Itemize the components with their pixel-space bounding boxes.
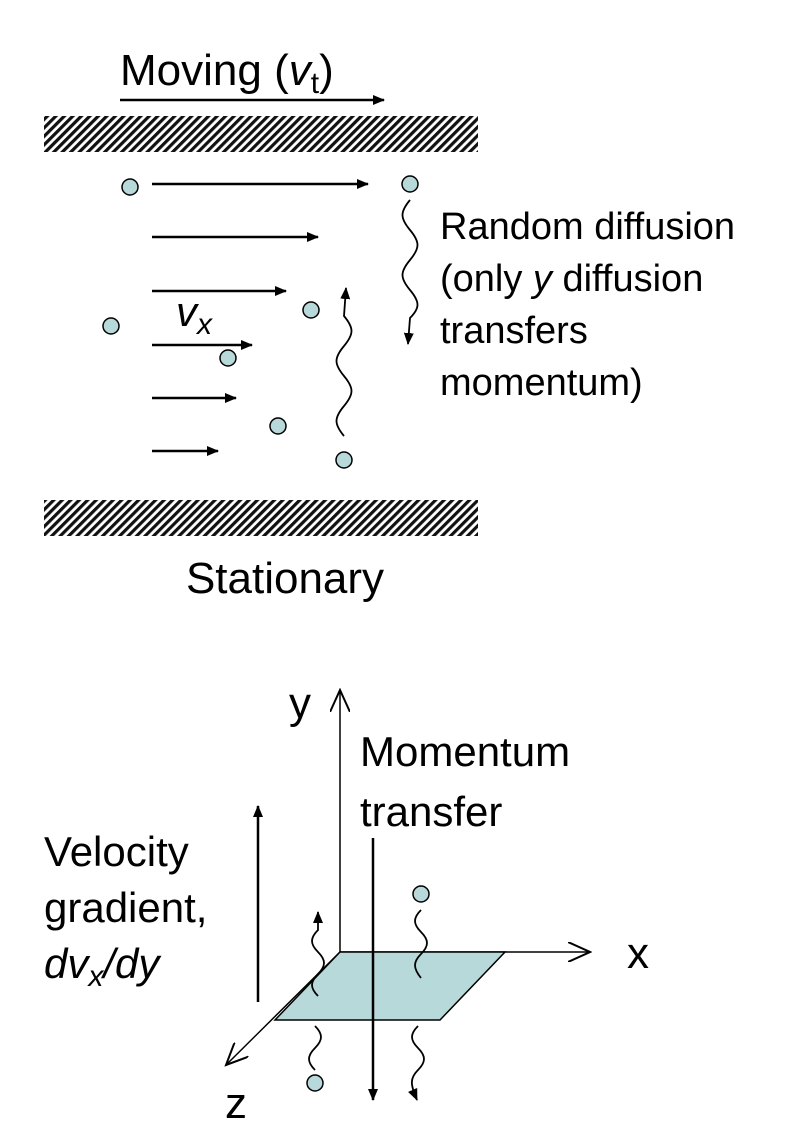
particle (401, 175, 419, 193)
particle (121, 178, 139, 196)
upward-diffusion-path (311, 911, 325, 997)
vx-label: vx (176, 288, 213, 341)
shear-plane (273, 951, 507, 1021)
x-axis-label: x (627, 929, 649, 978)
y-axis-label: y (289, 679, 311, 728)
particle (219, 349, 237, 367)
particle (412, 885, 430, 903)
downward-diffusion-path (401, 199, 419, 345)
particle (102, 317, 120, 335)
particle (302, 301, 320, 319)
stationary-plate (44, 500, 478, 536)
stationary-plate-label: Stationary (186, 554, 384, 603)
velocity-gradient-label: Velocity gradient, dvx/dy (44, 828, 219, 993)
moving-plate-label: Moving (vt) (120, 46, 334, 100)
moving-plate (44, 116, 478, 152)
upward-diffusion-path (335, 287, 353, 437)
momentum-transfer-label: Momentum transfer (360, 728, 582, 835)
particle (269, 417, 287, 435)
z-axis-label: z (225, 1079, 247, 1128)
downward-diffusion-path (414, 909, 428, 979)
particles-top (102, 175, 419, 469)
downward-diffusion-path (408, 1025, 425, 1101)
particles-bottom (306, 885, 430, 1092)
particle (306, 1074, 324, 1092)
upward-diffusion-path (308, 1025, 322, 1071)
random-diffusion-label: Random diffusion (only y diffusion trans… (440, 206, 746, 404)
particle (335, 451, 353, 469)
